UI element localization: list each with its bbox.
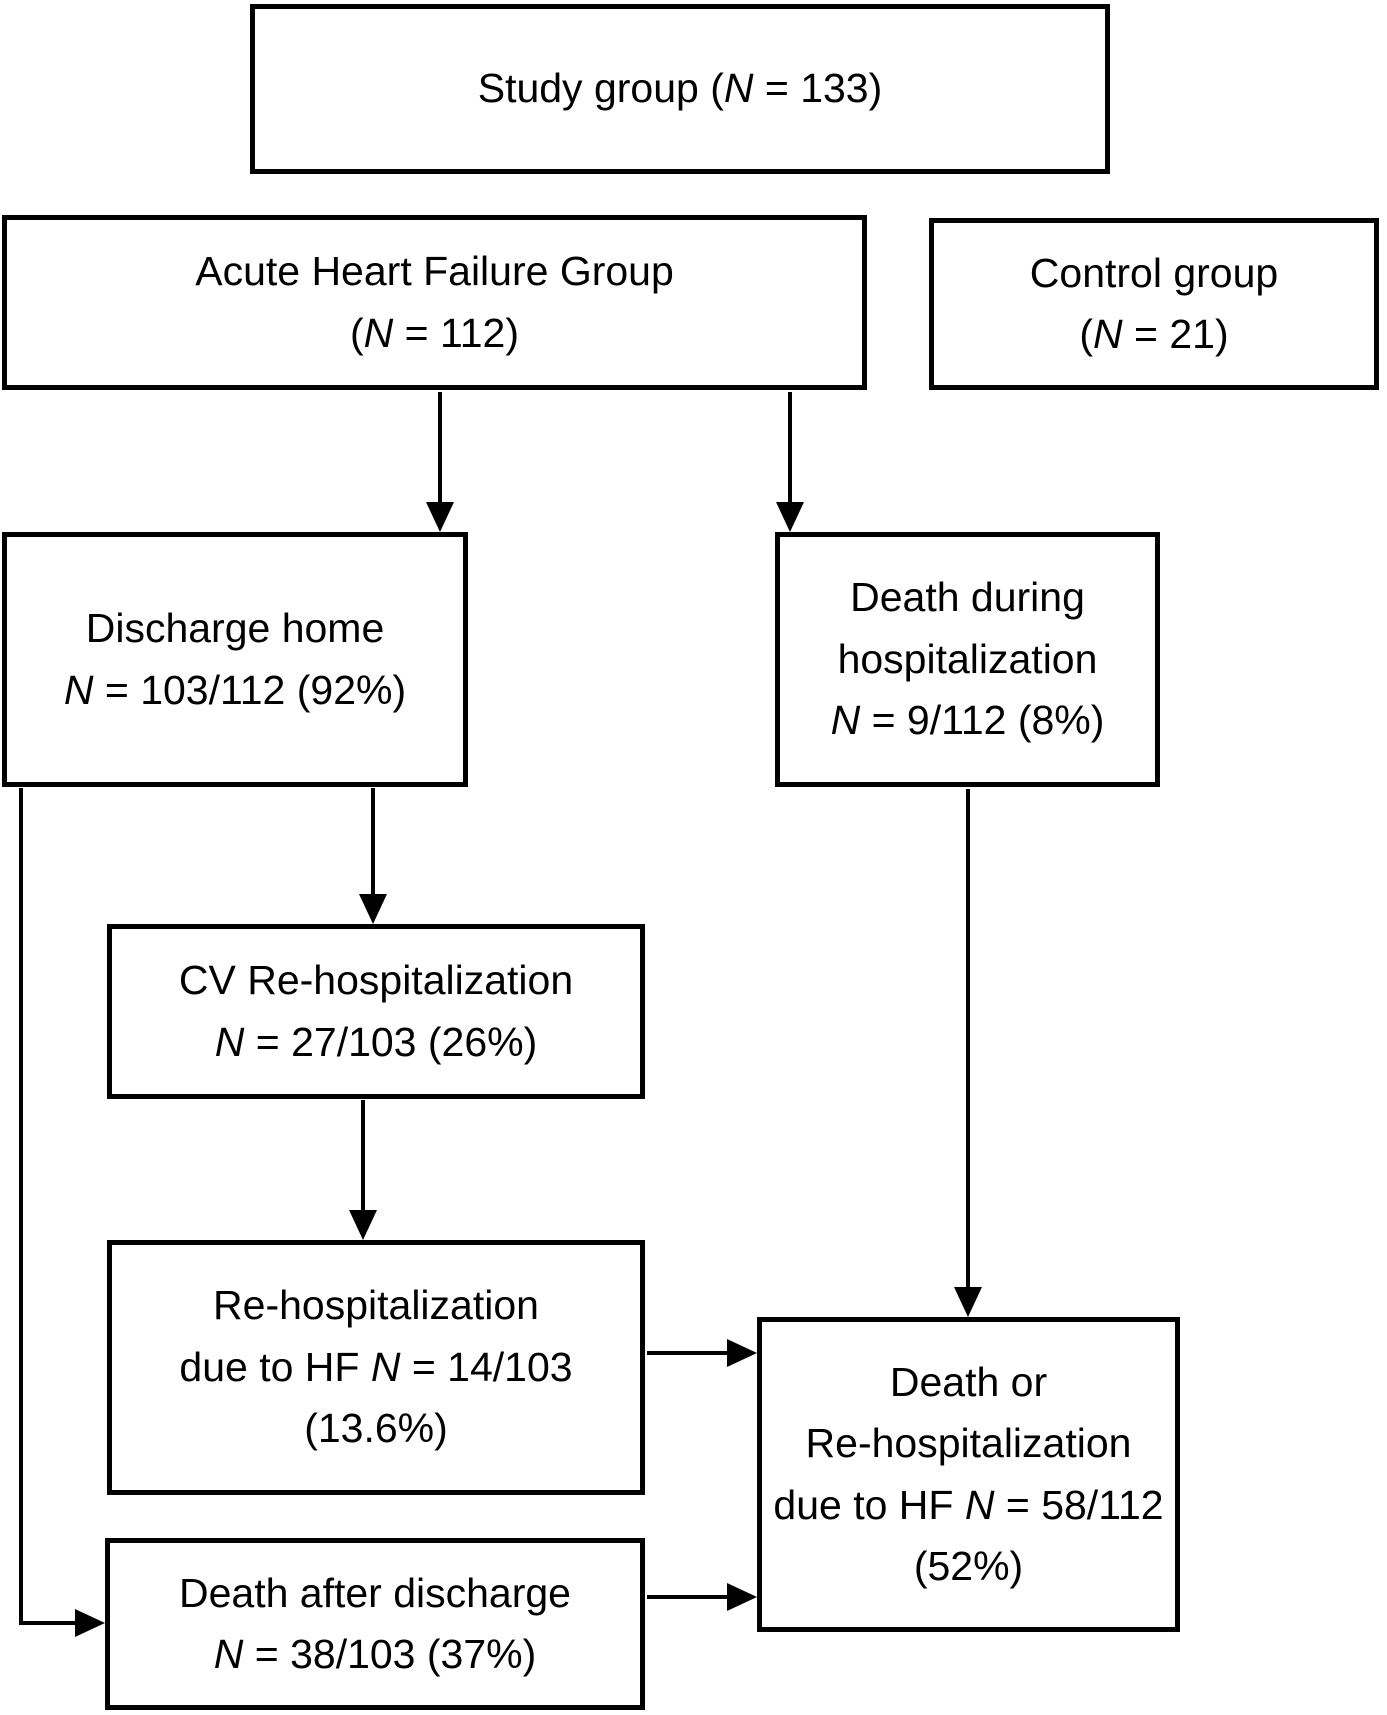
arrowhead-right-icon [727, 1339, 757, 1367]
box-death-or-rehospitalization-due-to-hf: Death or Re-hospitalization due to HF N … [757, 1317, 1180, 1632]
box-ahf-text-line1: Acute Heart Failure Group [195, 248, 674, 294]
box-study-group: Study group (N = 133) [250, 4, 1110, 174]
box-control-text-line1: Control group [1029, 249, 1279, 296]
connector-rehosp-hf-to-combined [647, 1351, 729, 1355]
box-control-text-line2: (N = 21) [1079, 311, 1229, 357]
box-acute-heart-failure-group: Acute Heart Failure Group (N = 112) [2, 215, 867, 390]
box-death-during-hosp-text-line3: N = 9/112 (8%) [830, 697, 1105, 744]
box-death-or-rehosp-text-line4: (52%) [913, 1543, 1024, 1589]
box-death-after-discharge: Death after discharge N = 38/103 (37%) [105, 1538, 645, 1710]
box-rehosp-hf-text-line3: (13.6%) [304, 1405, 448, 1452]
connector-death-during-hosp-to-combined [966, 789, 970, 1289]
box-cv-rehosp-text-line2: N = 27/103 (26%) [214, 1018, 538, 1065]
arrowhead-down-icon [954, 1287, 982, 1317]
connector-death-after-discharge-to-combined [647, 1595, 729, 1599]
box-death-after-discharge-text-line1: Death after discharge [178, 1569, 571, 1616]
connector-discharge-home-to-cv-rehosp [371, 788, 375, 898]
box-rehosp-hf-text-line2: due to HF N = 14/103 [179, 1343, 573, 1390]
connector-ahf-to-discharge-home [438, 392, 442, 504]
box-death-during-hosp-text-line1: Death during [850, 574, 1085, 621]
box-cv-rehospitalization: CV Re-hospitalization N = 27/103 (26%) [107, 924, 645, 1099]
arrowhead-down-icon [426, 502, 454, 532]
arrowhead-right-icon [727, 1583, 757, 1611]
box-discharge-home: Discharge home N = 103/112 (92%) [2, 532, 468, 787]
box-death-or-rehosp-text-line3: due to HF N = 58/112 [773, 1481, 1164, 1528]
box-cv-rehosp-text-line1: CV Re-hospitalization [178, 957, 574, 1003]
box-rehosp-hf-text-line1: Re-hospitalization [213, 1282, 539, 1329]
connector-cv-rehosp-to-rehosp-hf [361, 1100, 365, 1212]
box-discharge-home-text-line2: N = 103/112 (92%) [63, 666, 407, 713]
connector-discharge-home-to-death-after-discharge-vertical [19, 788, 23, 1625]
box-control-group: Control group (N = 21) [929, 218, 1379, 390]
arrowhead-right-icon [75, 1609, 105, 1637]
arrowhead-down-icon [776, 502, 804, 532]
box-death-or-rehosp-text-line1: Death or [889, 1358, 1048, 1405]
arrowhead-down-icon [349, 1210, 377, 1240]
arrowhead-down-icon [359, 894, 387, 924]
box-rehospitalization-due-to-hf: Re-hospitalization due to HF N = 14/103 … [107, 1240, 645, 1495]
connector-discharge-home-to-death-after-discharge-horizontal [19, 1621, 77, 1625]
box-death-during-hospitalization: Death during hospitalization N = 9/112 (… [775, 532, 1160, 787]
box-discharge-home-text-line1: Discharge home [85, 605, 385, 651]
box-death-or-rehosp-text-line2: Re-hospitalization [805, 1420, 1132, 1466]
box-study-group-text: Study group (N = 133) [477, 65, 883, 112]
box-ahf-text-line2: (N = 112) [349, 309, 519, 356]
box-death-during-hosp-text-line2: hospitalization [837, 635, 1098, 682]
box-death-after-discharge-text-line2: N = 38/103 (37%) [213, 1631, 537, 1677]
connector-ahf-to-death-during-hosp [788, 392, 792, 504]
